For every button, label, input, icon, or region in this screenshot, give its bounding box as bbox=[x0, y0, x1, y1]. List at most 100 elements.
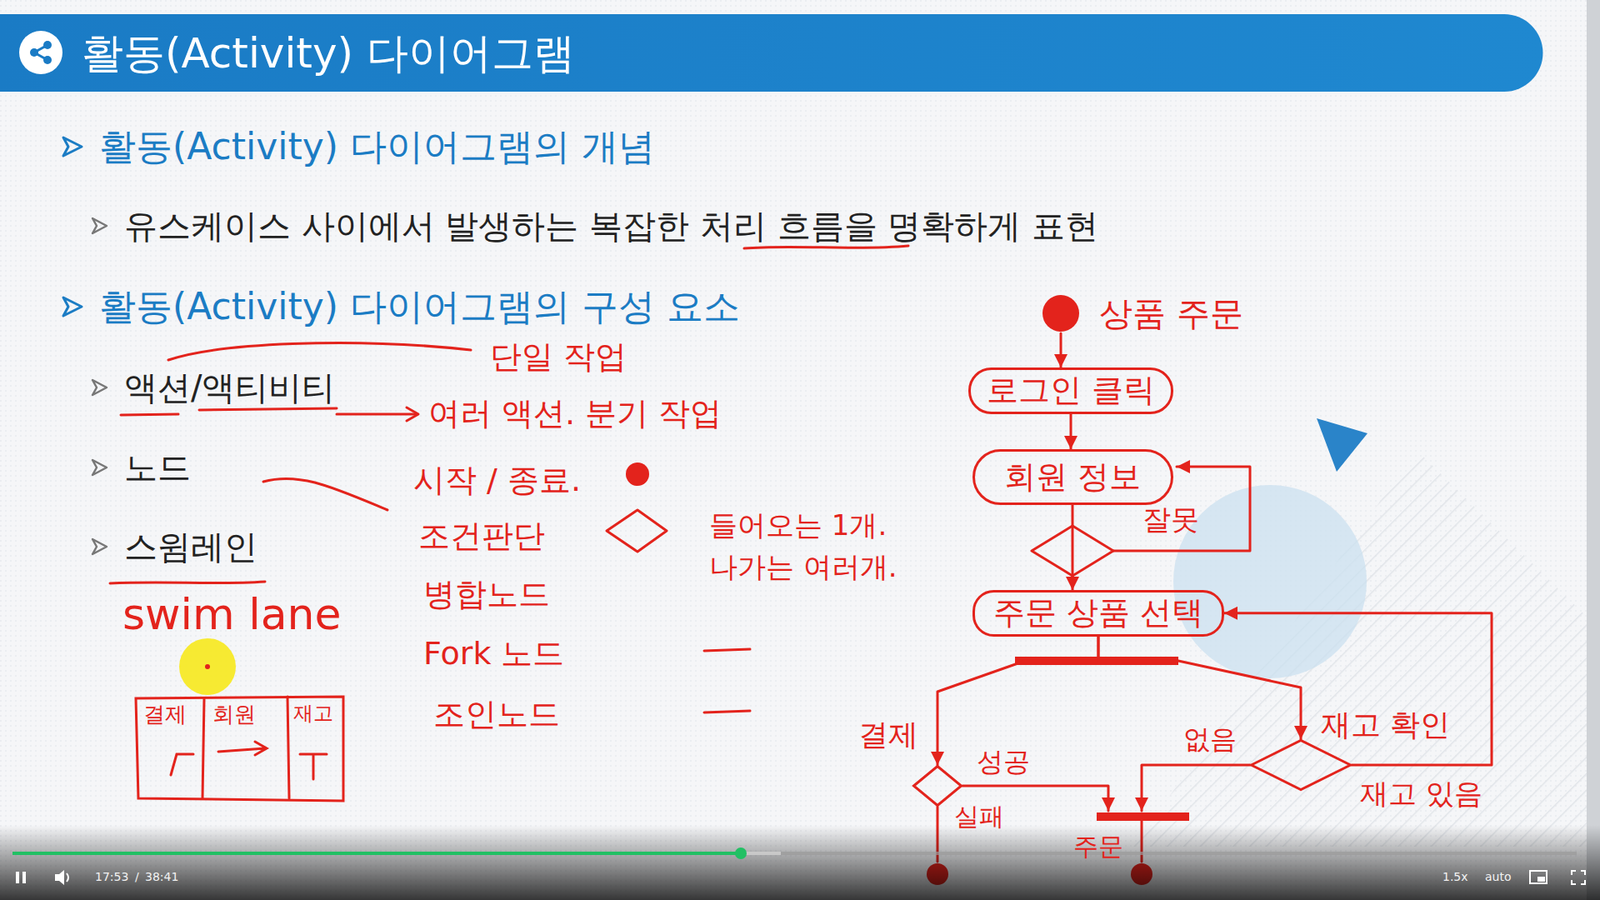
bullet-marker bbox=[63, 297, 82, 316]
share-icon bbox=[30, 48, 39, 57]
handwritten-annotation bbox=[744, 245, 909, 249]
label-holder: 잘못 bbox=[1142, 502, 1200, 537]
handwritten-annotation bbox=[263, 478, 388, 510]
activity-sketch bbox=[1141, 765, 1250, 811]
handwritten-note: 시작 / 종료. bbox=[413, 461, 581, 500]
swimlane-cell: 재고 bbox=[293, 701, 334, 726]
label-holder: 17:53 bbox=[95, 870, 129, 885]
quality-setting: auto bbox=[1485, 870, 1512, 885]
player-icon bbox=[55, 870, 65, 885]
progress-bar bbox=[12, 847, 1577, 860]
swimlane-cell: 결제 bbox=[143, 701, 187, 728]
control-flow bbox=[1070, 414, 1073, 450]
action-box: 회원 정보 bbox=[972, 449, 1174, 505]
handwritten-note: 들어오는 1개. bbox=[709, 508, 887, 543]
label-holder: 병합노드 bbox=[423, 575, 550, 615]
player-shade bbox=[0, 825, 1600, 900]
decision-shape bbox=[914, 766, 962, 806]
action-box: 주문 상품 선택 bbox=[972, 590, 1225, 637]
player-icon bbox=[1537, 876, 1545, 882]
label-holder: 1.5x bbox=[1442, 870, 1469, 885]
share-icon bbox=[43, 55, 52, 65]
share-icon bbox=[19, 30, 63, 75]
decision-diamond: 결제 bbox=[912, 765, 963, 807]
handwritten-annotation bbox=[120, 414, 179, 415]
progress-bar bbox=[12, 851, 781, 855]
handwritten-annotation bbox=[110, 581, 265, 584]
label-holder: 시작 / 종료. bbox=[413, 461, 581, 500]
guard-label: 없음 bbox=[1183, 723, 1237, 755]
slide-title: 활동(Activity) 다이어그램 bbox=[81, 28, 575, 79]
progress-bar bbox=[12, 851, 741, 855]
guard-label: 잘못 bbox=[1142, 502, 1200, 537]
handwritten-note: 병합노드 bbox=[423, 575, 550, 615]
mouse-cursor bbox=[205, 664, 210, 670]
fork-join-bar bbox=[1015, 656, 1190, 821]
guard-label: 재고 있음 bbox=[1360, 776, 1483, 811]
handwritten-annotation bbox=[199, 408, 337, 410]
decision-shape bbox=[912, 765, 963, 807]
label-holder: 활동(Activity) 다이어그램의 구성 요소 bbox=[99, 285, 740, 330]
control-flow bbox=[1224, 613, 1492, 765]
initial-node-shape bbox=[1042, 295, 1080, 332]
swimlane-sketch bbox=[218, 741, 267, 755]
bullet-text: 액션/액티비티 bbox=[124, 367, 335, 408]
guard-label: 성공 bbox=[976, 745, 1030, 778]
initial-node: 상품 주문 bbox=[1040, 293, 1081, 334]
section-heading: 활동(Activity) 다이어그램의 개념 bbox=[99, 125, 655, 170]
handwritten-annotation bbox=[336, 413, 417, 416]
node-heading: 결제 bbox=[858, 716, 919, 753]
player-shade bbox=[0, 825, 1600, 900]
label-holder: 결제 bbox=[143, 701, 187, 728]
share-icon bbox=[43, 40, 52, 50]
action-text: 주문 상품 선택 bbox=[993, 595, 1204, 632]
bullet-text: 스윔레인 bbox=[124, 526, 258, 567]
background bbox=[1586, 0, 1600, 900]
player-icon bbox=[22, 871, 26, 884]
node-heading: 재고 확인 bbox=[1320, 706, 1450, 743]
label-holder: 재고 있음 bbox=[1360, 776, 1483, 811]
label-holder: 조인노드 bbox=[433, 695, 560, 735]
control-flow bbox=[1060, 333, 1063, 368]
control-flow bbox=[1071, 505, 1075, 590]
label-holder: 활동(Activity) 다이어그램의 개념 bbox=[99, 125, 655, 170]
background bbox=[1133, 450, 1587, 847]
player-icon bbox=[1571, 870, 1585, 885]
activity-sketch bbox=[937, 466, 1250, 862]
label-holder: 38:41 bbox=[145, 870, 179, 885]
progress-bar bbox=[12, 851, 1577, 855]
swimlane-sketch bbox=[300, 754, 327, 780]
control-flow bbox=[937, 636, 1099, 765]
label-holder: auto bbox=[1485, 870, 1512, 885]
background bbox=[1173, 485, 1367, 679]
handwritten-note: 나가는 여러개. bbox=[709, 550, 898, 585]
swimlane-sketch bbox=[170, 754, 194, 775]
bullet-marker bbox=[63, 137, 82, 156]
label-holder: Fork 노드 bbox=[423, 635, 565, 674]
mouse-cursor bbox=[179, 638, 236, 695]
title-bar bbox=[0, 14, 1543, 92]
decision-shape bbox=[1250, 739, 1352, 791]
swimlane-sketch bbox=[287, 696, 290, 799]
title-holder: 활동(Activity) 다이어그램 bbox=[81, 28, 575, 79]
time-separator: / bbox=[135, 870, 140, 885]
handwritten-note: 조인노드 bbox=[433, 695, 560, 735]
bullet-text: 노드 bbox=[124, 447, 191, 488]
decision-shape bbox=[1251, 740, 1351, 790]
player-icon bbox=[1530, 870, 1547, 884]
label-holder: 조건판단 bbox=[418, 517, 545, 556]
label-holder: 액션/액티비티 bbox=[124, 367, 335, 408]
swimlane-cell: 회원 bbox=[212, 701, 256, 728]
label-holder: 노드 bbox=[124, 447, 191, 488]
bullet-marker bbox=[92, 539, 107, 555]
handwritten-note: 조건판단 bbox=[418, 517, 545, 556]
time-display: 38:41 bbox=[145, 870, 179, 885]
bullet-marker bbox=[92, 460, 107, 475]
handwritten-annotation bbox=[606, 510, 667, 552]
player-icon bbox=[15, 871, 20, 884]
mouse-cursor bbox=[179, 638, 236, 695]
bullet-marker bbox=[63, 137, 107, 555]
swimlane-sketch bbox=[202, 698, 205, 799]
